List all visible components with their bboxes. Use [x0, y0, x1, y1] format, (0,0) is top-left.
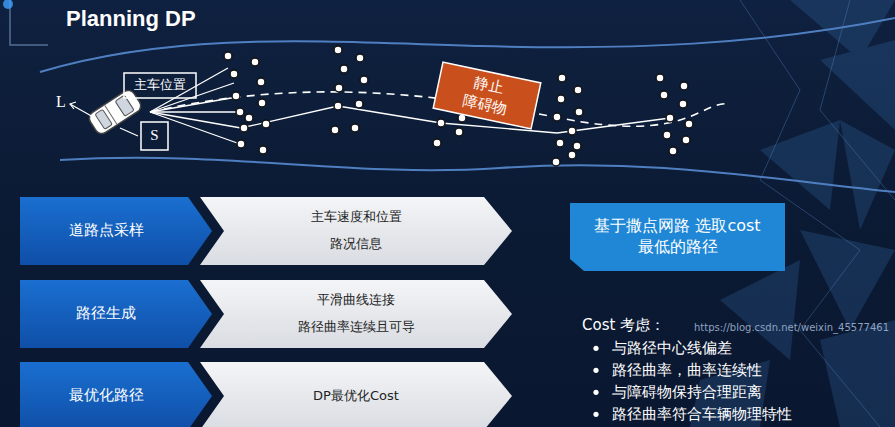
sample-point — [574, 86, 582, 94]
node-outline — [200, 197, 512, 265]
step-detail: 主车速度和位置路况信息 — [200, 197, 512, 265]
sample-point — [660, 91, 668, 99]
road-edge — [60, 158, 895, 192]
cost-item: 与路径中心线偏差 — [612, 339, 732, 357]
sample-point — [557, 95, 565, 103]
sample-point — [552, 158, 560, 166]
sample-point — [262, 120, 270, 128]
sample-point — [669, 147, 677, 155]
static-obstacle: 静止 障碍物 — [433, 62, 541, 129]
step-detail: 平滑曲线连接路径曲率连续且可导 — [200, 280, 512, 348]
sample-point — [236, 108, 244, 116]
node-text: 基于撒点网路 选取cost 最低的路径 — [583, 216, 773, 258]
cost-item: 路径曲率，曲率连续性 — [612, 361, 762, 379]
sample-point — [245, 114, 253, 122]
sample-point — [335, 84, 343, 92]
node-text: 路径生成 — [76, 304, 136, 324]
node-text: 静止 障碍物 — [458, 71, 517, 120]
sample-point — [334, 102, 342, 110]
slide-title: Planning DP — [66, 6, 196, 32]
cost-item: 路径曲率符合车辆物理特性 — [612, 405, 792, 423]
sample-point — [237, 140, 245, 148]
sample-point — [679, 100, 687, 108]
path-candidates — [150, 68, 670, 144]
watermark: https://blog.csdn.net/weixin_45577461 — [694, 322, 889, 334]
node-text: 主车位置 — [134, 77, 186, 94]
sample-point — [685, 120, 693, 128]
sample-point — [259, 146, 267, 154]
node-outline — [200, 280, 512, 348]
node-text: S — [150, 126, 158, 146]
cost-item: 与障碍物保持合理距离 — [612, 383, 762, 401]
sample-point — [360, 76, 368, 84]
sample-point — [240, 124, 248, 132]
axis-arrows — [70, 102, 138, 136]
ego-car — [87, 88, 144, 136]
step-detail: DP最优化Cost — [200, 362, 512, 427]
summary-box: 基于撒点网路 选取cost 最低的路径 — [570, 203, 785, 271]
bullet-dot — [593, 390, 598, 395]
node-text: 路径曲率连续且可导 — [298, 319, 415, 336]
node-text: 平滑曲线连接 — [317, 292, 395, 309]
node-text: 路况信息 — [330, 236, 382, 253]
sample-point — [680, 82, 688, 90]
bullet-dot — [593, 412, 598, 417]
sample-point — [351, 124, 359, 132]
bullet-dot — [593, 368, 598, 373]
sample-point — [257, 78, 265, 86]
step-label: 路径生成 — [20, 280, 212, 348]
sample-point — [455, 128, 463, 136]
ego-position-label: 主车位置 — [124, 73, 196, 98]
sample-point — [575, 108, 583, 116]
sample-point — [656, 74, 664, 82]
sample-point — [230, 70, 238, 78]
sample-point — [573, 142, 581, 150]
sample-point — [558, 74, 566, 82]
sample-points — [224, 46, 693, 166]
node-text: 主车速度和位置 — [311, 209, 402, 226]
sample-point — [553, 113, 561, 121]
bullet-dot — [593, 346, 598, 351]
step-label: 道路点采样 — [20, 197, 212, 265]
sample-point — [666, 114, 674, 122]
sample-point — [568, 127, 576, 135]
sample-point — [331, 126, 339, 134]
cost-heading: Cost 考虑： — [582, 316, 665, 334]
node-text: 道路点采样 — [69, 221, 144, 241]
sample-point — [340, 65, 348, 73]
sample-point — [224, 52, 232, 60]
sample-point — [356, 54, 364, 62]
sample-point — [682, 136, 690, 144]
sample-point — [251, 58, 259, 66]
sample-point — [568, 151, 576, 159]
sample-point — [355, 100, 363, 108]
node-text: 最优化路径 — [69, 386, 144, 406]
s-axis-box: S — [141, 122, 168, 150]
sample-point — [663, 131, 671, 139]
sample-point — [232, 92, 240, 100]
sample-point — [258, 99, 266, 107]
node-text: DP最优化Cost — [313, 388, 399, 405]
sample-point — [334, 46, 342, 54]
sample-point — [433, 139, 441, 147]
l-axis-label: L — [56, 92, 66, 111]
sample-point — [437, 119, 445, 127]
sample-point — [556, 139, 564, 147]
step-label: 最优化路径 — [20, 362, 212, 427]
